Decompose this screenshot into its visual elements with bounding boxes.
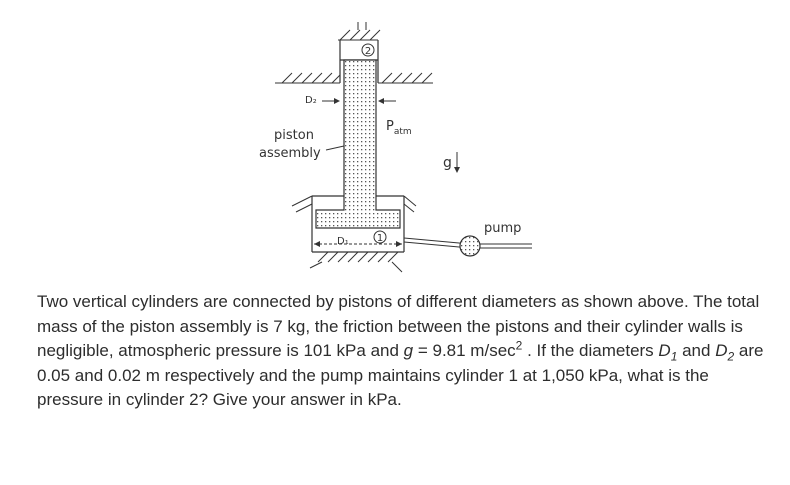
- patm-label: Patm: [386, 119, 412, 137]
- piston-label-line1: piston: [274, 128, 314, 143]
- lower-wall-hatching: [291, 195, 417, 273]
- pump-label: pump: [484, 221, 521, 236]
- cylinder-1-label: 1: [377, 233, 383, 244]
- problem-text: Two vertical cylinders are connected by …: [37, 292, 764, 410]
- d2-label: D₂: [305, 95, 317, 106]
- cylinder-2-label: 2: [365, 46, 371, 57]
- d1-dimension: [314, 241, 402, 247]
- piston-cylinder-diagram: 2 D₁ 1 D₂ piston assembly Patm: [259, 22, 532, 273]
- cylinder-1-marker: [373, 230, 387, 244]
- piston-label-line2: assembly: [259, 146, 321, 161]
- pump-icon: [459, 235, 481, 257]
- gravity-label: g: [443, 155, 452, 171]
- upper-wall-hatching: [275, 22, 433, 84]
- problem-statement: Two vertical cylinders are connected by …: [37, 290, 767, 413]
- gravity-arrow: [454, 152, 460, 173]
- piston-leader-line: [325, 145, 345, 151]
- cylinder-2-marker: [361, 43, 375, 57]
- piston-assembly: [315, 59, 401, 229]
- d2-arrows: [322, 98, 396, 104]
- d1-label: D₁: [337, 236, 349, 247]
